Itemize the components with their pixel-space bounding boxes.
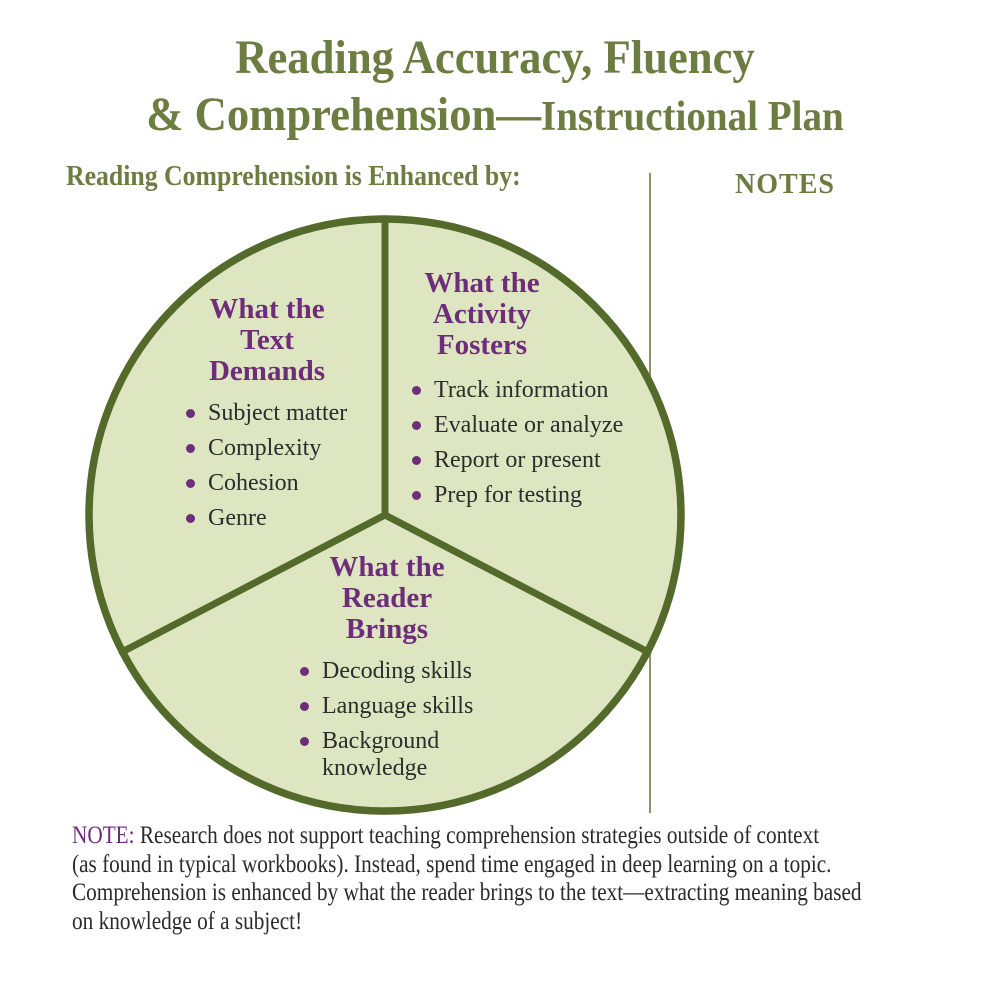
bullet-icon [186, 479, 195, 488]
pie-spoke-left [118, 511, 389, 656]
pie-spoke-right [381, 511, 652, 656]
heading-line: Activity [432, 298, 532, 330]
bullet-icon [186, 444, 195, 453]
bullet-icon [300, 667, 309, 676]
pie-spokes [118, 215, 652, 656]
list-item: Track information [412, 377, 623, 404]
list-item: Report or present [412, 447, 623, 474]
heading-line: Brings [345, 613, 429, 645]
section-activity-fosters-heading: What the Activity Fosters [367, 268, 597, 361]
notes-header: NOTES [735, 169, 835, 200]
heading-line: Fosters [436, 329, 528, 361]
subtitle: Reading Comprehension is Enhanced by: [66, 161, 521, 192]
bullet-icon [300, 702, 309, 711]
heading-line: What the [209, 293, 325, 325]
list-item: Prep for testing [412, 482, 623, 509]
footnote-text: Research does not support teaching compr… [139, 822, 820, 849]
page-title: Reading Accuracy, Fluency & Comprehensio… [35, 29, 956, 146]
list-item: Genre [186, 505, 347, 532]
title-line-2-sub: Instructional Plan [541, 94, 844, 140]
title-line-1: Reading Accuracy, Fluency [235, 31, 755, 84]
section-text-demands-heading: What the Text Demands [152, 294, 382, 387]
list-item: Background knowledge [300, 728, 492, 782]
bullet-icon [186, 514, 195, 523]
bullet-icon [300, 737, 309, 746]
footnote-line: NOTE: Research does not support teaching… [72, 822, 973, 851]
list-item: Subject matter [186, 400, 347, 427]
list-item: Cohesion [186, 470, 347, 497]
heading-line: Demands [208, 355, 325, 387]
footnote: NOTE: Research does not support teaching… [72, 822, 973, 936]
section-reader-brings-heading: What the Reader Brings [272, 552, 502, 645]
section-activity-fosters-list: Track information Evaluate or analyze Re… [412, 377, 623, 517]
title-line-2-main: & Comprehension— [146, 88, 542, 141]
heading-line: What the [424, 267, 540, 299]
footnote-line: (as found in typical workbooks). Instead… [72, 850, 832, 878]
footnote-line: Comprehension is enhanced by what the re… [72, 879, 862, 906]
heading-line: What the [329, 551, 445, 583]
bullet-icon [412, 456, 421, 465]
bullet-icon [186, 409, 195, 418]
footnote-label: NOTE: [72, 822, 135, 849]
bullet-icon [412, 386, 421, 395]
section-text-demands-list: Subject matter Complexity Cohesion Genre [186, 400, 347, 540]
heading-line: Reader [341, 582, 433, 614]
section-reader-brings-list: Decoding skills Language skills Backgrou… [300, 658, 492, 790]
list-item: Evaluate or analyze [412, 412, 623, 439]
bullet-icon [412, 421, 421, 430]
list-item: Decoding skills [300, 658, 492, 685]
list-item: Language skills [300, 693, 492, 720]
title-line-2: & Comprehension—Instructional Plan [35, 86, 956, 146]
heading-line: Text [240, 324, 294, 356]
footnote-line: on knowledge of a subject! [72, 907, 303, 935]
list-item: Complexity [186, 435, 347, 462]
bullet-icon [412, 491, 421, 500]
